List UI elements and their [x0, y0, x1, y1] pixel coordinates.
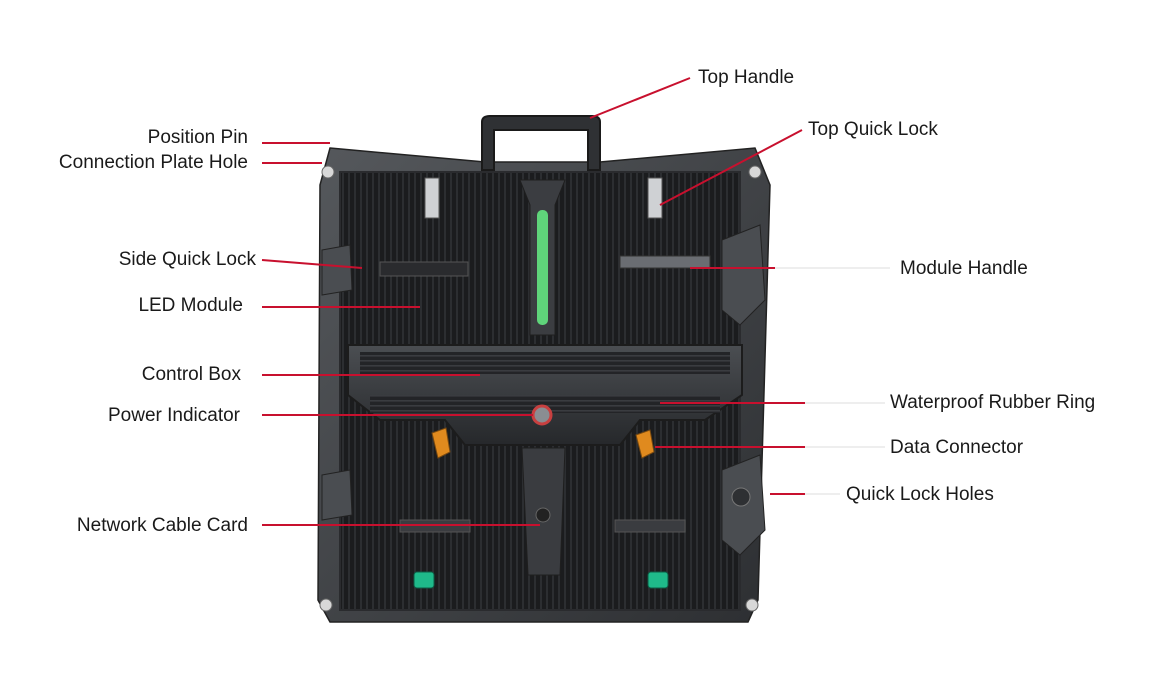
module-handle-left [379, 261, 469, 277]
quick-lock-hole [731, 487, 751, 507]
green-lock-left [413, 571, 435, 589]
side-bracket-right-top [721, 224, 766, 326]
label-power-indicator: Power Indicator [107, 405, 240, 426]
label-module-handle: Module Handle [900, 258, 1028, 279]
label-waterproof-rubber-ring: Waterproof Rubber Ring [890, 392, 1096, 413]
side-bracket-left-top [321, 244, 353, 296]
label-position-pin: Position Pin [147, 127, 248, 148]
leader-tails [775, 267, 890, 495]
label-quick-lock-holes: Quick Lock Holes [846, 484, 994, 505]
label-led-module: LED Module [138, 295, 243, 316]
label-top-handle: Top Handle [698, 67, 795, 88]
top-quick-lock-left [424, 177, 440, 219]
leader-side-quick-lock [261, 259, 363, 269]
control-box-shape [347, 344, 743, 446]
label-data-connector: Data Connector [890, 437, 1024, 458]
label-connection-plate-hole: Connection Plate Hole [58, 152, 248, 173]
data-connector-right [635, 429, 655, 459]
center-handle-shape [519, 179, 566, 336]
top-quick-lock-right [647, 177, 663, 219]
side-bracket-left-bottom [321, 469, 353, 521]
green-lock-right [647, 571, 669, 589]
leader-lines [261, 77, 805, 526]
module-handle-right [619, 255, 711, 269]
leader-top-handle [589, 77, 691, 119]
lower-module-handle-right [614, 519, 686, 533]
label-network-cable-card: Network Cable Card [76, 515, 248, 536]
data-connector-left [431, 427, 451, 459]
label-side-quick-lock: Side Quick Lock [118, 249, 256, 270]
power-indicator-light [531, 404, 553, 426]
label-control-box: Control Box [141, 364, 241, 385]
leader-top-quick-lock [659, 129, 803, 206]
label-top-quick-lock: Top Quick Lock [808, 119, 938, 140]
